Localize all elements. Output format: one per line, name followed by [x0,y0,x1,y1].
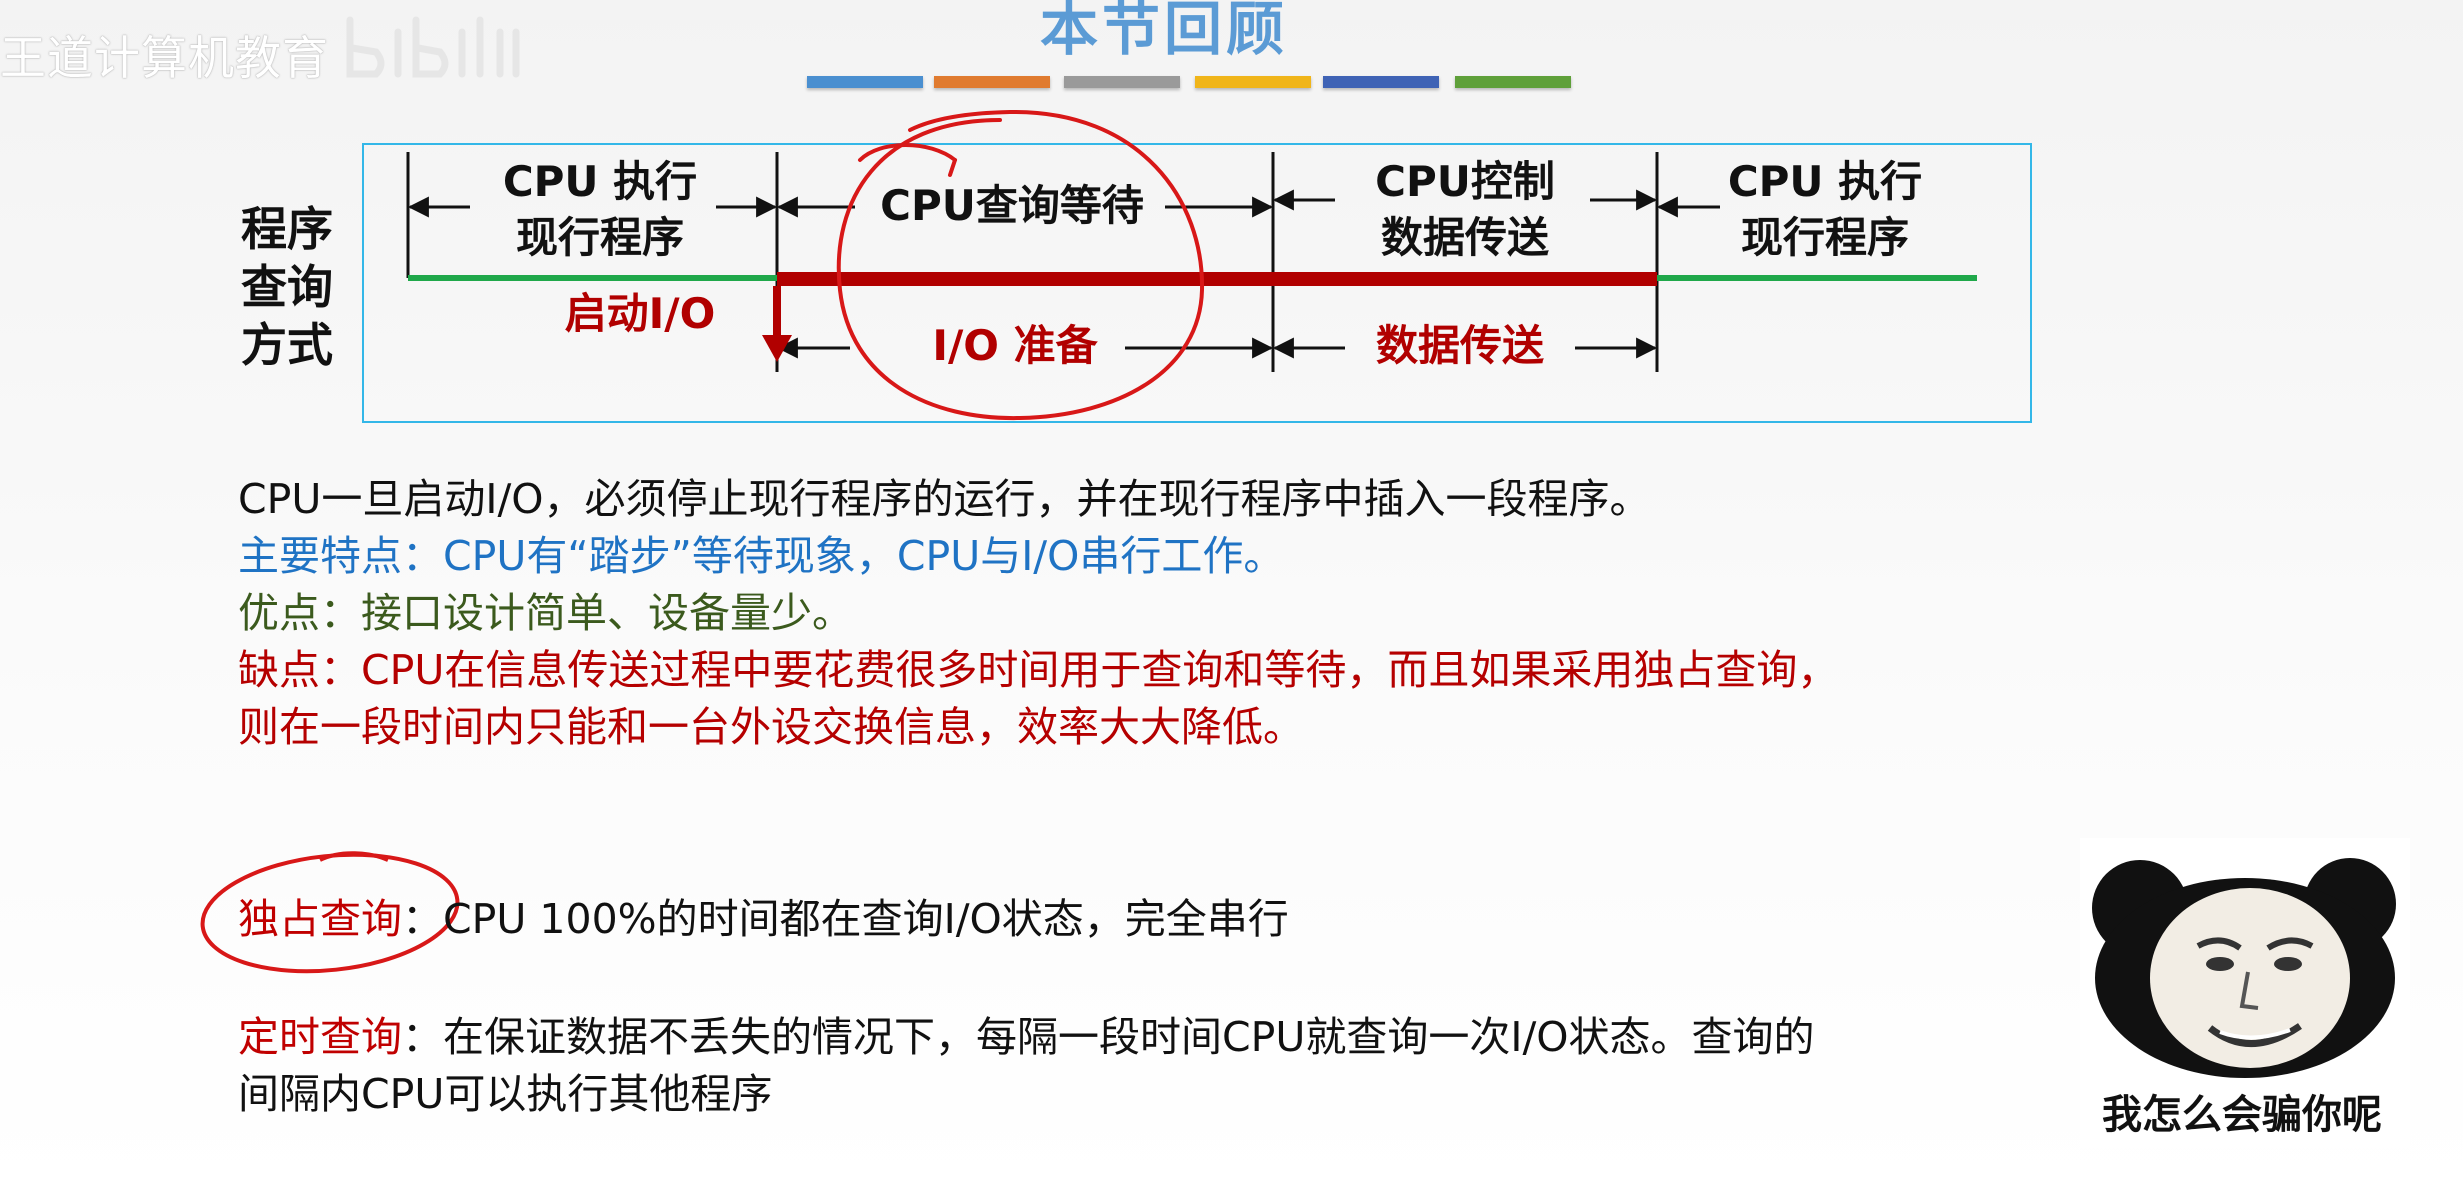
color-bar-1 [807,76,923,88]
text-line-1: CPU一旦启动I/O，必须停止现行程序的运行，并在现行程序中插入一段程序。 [238,475,1651,523]
segment-line: CPU 执行 [1727,157,1923,206]
watermark: 王道计算机教育 [0,31,329,85]
segment-cpu-exec-2: CPU 执行 现行程序 [1705,154,1945,266]
timed-query-desc: ：在保证数据不丢失的情况下，每隔一段时间CPU就查询一次I/O状态。查询的 [402,1013,1815,1061]
bilibili-logo-icon [346,16,520,78]
segment-line: 现行程序 [515,213,684,262]
text-line-5: 则在一段时间内只能和一台外设交换信息，效率大大降低。 [238,703,1304,751]
exclusive-query-line: 独占查询：CPU 100%的时间都在查询I/O状态，完全串行 [238,890,1289,948]
timed-query-line-2: 间隔内CPU可以执行其他程序 [238,1070,773,1118]
start-io-label: 启动I/O [564,289,716,338]
io-prepare-label: I/O 准备 [932,321,1098,370]
timed-query-term: 定时查询 [238,1013,402,1061]
slide-title: 本节回顾 [1040,0,1289,63]
color-bar-6 [1455,76,1571,88]
exclusive-query-desc: ：CPU 100%的时间都在查询I/O状态，完全串行 [402,895,1289,943]
color-bar-3 [1064,76,1180,88]
segment-line: CPU查询等待 [880,181,1144,230]
text-line-2: 主要特点：CPU有“踏步”等待现象，CPU与I/O串行工作。 [238,532,1285,580]
color-bar-5 [1323,76,1439,88]
segment-line: 现行程序 [1740,213,1909,262]
segment-cpu-query-wait: CPU查询等待 [862,178,1162,234]
diagram-side-label: 程序查询方式 [241,202,333,372]
panda-face-icon [2092,858,2396,1078]
timed-query-line: 定时查询：在保证数据不丢失的情况下，每隔一段时间CPU就查询一次I/O状态。查询… [238,1008,1815,1066]
segment-line: CPU 执行 [502,157,698,206]
color-bar-4 [1195,76,1311,88]
segment-line: CPU控制 [1375,157,1555,206]
meme-caption: 我怎么会骗你呢 [2102,1092,2382,1138]
meme-image [2080,838,2410,1148]
exclusive-query-term: 独占查询 [238,895,402,943]
data-transfer-label: 数据传送 [1375,321,1544,370]
segment-cpu-exec-1: CPU 执行 现行程序 [480,154,720,266]
segment-line: 数据传送 [1380,213,1549,262]
color-bar-2 [934,76,1050,88]
text-line-4: 缺点：CPU在信息传送过程中要花费很多时间用于查询和等待，而且如果采用独占查询， [238,646,1839,694]
text-line-3: 优点：接口设计简单、设备量少。 [238,589,853,637]
segment-cpu-control: CPU控制 数据传送 [1345,154,1585,266]
